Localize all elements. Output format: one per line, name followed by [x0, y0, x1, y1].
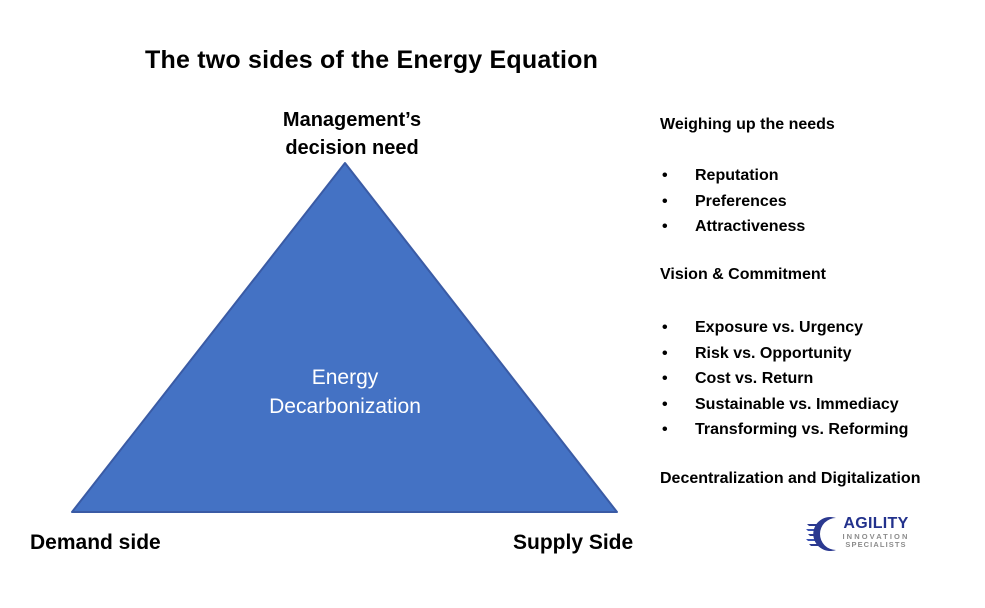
bullet-icon: •: [662, 167, 668, 184]
list-item-label: Attractiveness: [695, 218, 806, 235]
list-item: • Preferences: [660, 189, 805, 215]
logo-name: AGILITY: [843, 515, 909, 532]
agility-swoosh-icon: [806, 517, 836, 551]
bullet-icon: •: [662, 218, 668, 235]
page-title: The two sides of the Energy Equation: [145, 46, 599, 74]
logo-subtitle-innovation: INNOVATION: [842, 532, 910, 541]
list-item-label: Reputation: [695, 167, 779, 184]
supply-side-label: Supply Side: [513, 531, 634, 554]
bullet-icon: •: [662, 370, 668, 387]
agility-logo: AGILITY INNOVATION SPECIALISTS: [806, 512, 916, 560]
bullet-icon: •: [662, 319, 668, 336]
section-heading-decentralization: Decentralization and Digitalization: [660, 470, 921, 487]
section-heading-weighing-needs: Weighing up the needs: [660, 116, 835, 133]
list-item: • Reputation: [660, 163, 805, 189]
section-heading-vision-commitment: Vision & Commitment: [660, 266, 826, 283]
list-item: • Cost vs. Return: [660, 366, 908, 392]
list-item-label: Risk vs. Opportunity: [695, 344, 852, 362]
vision-list: • Exposure vs. Urgency • Risk vs. Opport…: [660, 315, 908, 443]
triangle-apex-label: Management’s decision need: [282, 109, 422, 159]
list-item: • Attractiveness: [660, 214, 805, 240]
list-item: • Sustainable vs. Immediacy: [660, 392, 908, 418]
energy-triangle-shape: [71, 162, 618, 513]
bullet-icon: •: [662, 344, 668, 362]
list-item-label: Transforming vs. Reforming: [695, 421, 909, 438]
bullet-icon: •: [662, 421, 668, 438]
bullet-icon: •: [662, 192, 668, 210]
list-item-label: Cost vs. Return: [695, 370, 814, 387]
logo-subtitle-specialists: SPECIALISTS: [845, 540, 907, 549]
bullet-icon: •: [662, 395, 668, 413]
triangle-polygon: [71, 162, 618, 513]
right-panel: Weighing up the needs • Reputation • Pre…: [660, 0, 980, 608]
list-item: • Risk vs. Opportunity: [660, 341, 908, 367]
logo-text: AGILITY INNOVATION SPECIALISTS: [836, 516, 916, 549]
list-item-label: Sustainable vs. Immediacy: [695, 395, 899, 413]
triangle-center-label: Energy Decarbonization: [269, 366, 421, 418]
list-item-label: Preferences: [695, 192, 787, 210]
list-item: • Exposure vs. Urgency: [660, 315, 908, 341]
needs-list: • Reputation • Preferences • Attractiven…: [660, 163, 805, 240]
list-item-label: Exposure vs. Urgency: [695, 319, 864, 336]
demand-side-label: Demand side: [30, 531, 161, 554]
list-item: • Transforming vs. Reforming: [660, 417, 908, 443]
